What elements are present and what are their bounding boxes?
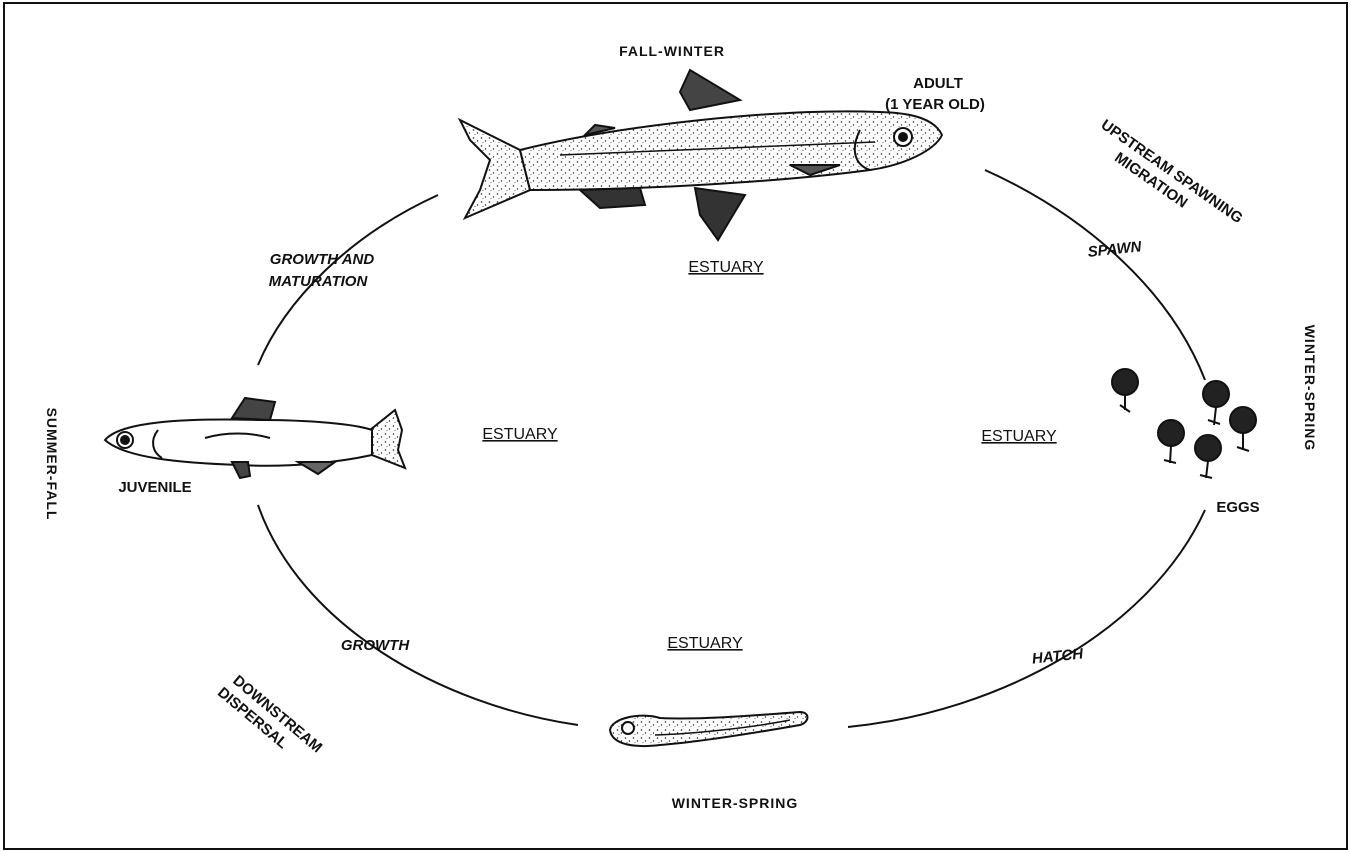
adult-label: ADULT — [913, 75, 963, 92]
upstream-migration-line1: UPSTREAM SPAWNING — [1098, 116, 1246, 227]
hatch-label: HATCH — [1031, 645, 1085, 667]
growth-maturation-line2: MATURATION — [269, 273, 369, 290]
eggs-illustration — [1112, 369, 1256, 478]
estuary-label-bottom: ESTUARY — [667, 635, 743, 652]
season-left-label: SUMMER-FALL — [44, 408, 60, 521]
egg — [1203, 381, 1229, 425]
egg — [1230, 407, 1256, 451]
growth-maturation-line1: GROWTH AND — [270, 251, 375, 268]
downstream-dispersal-label: DOWNSTREAM DISPERSAL — [214, 669, 325, 770]
estuary-label-left: ESTUARY — [482, 426, 558, 443]
arc-lower-right — [848, 510, 1205, 727]
estuary-label-right: ESTUARY — [981, 428, 1057, 445]
season-bottom-label: WINTER-SPRING — [672, 795, 799, 811]
egg — [1158, 420, 1184, 463]
adult-age-label: (1 YEAR OLD) — [885, 96, 985, 113]
eggs-label: EGGS — [1216, 499, 1259, 516]
larva-illustration — [610, 712, 808, 746]
estuary-label-top: ESTUARY — [688, 259, 764, 276]
egg — [1112, 369, 1138, 412]
season-right-label: WINTER-SPRING — [1302, 325, 1318, 452]
growth-label: GROWTH — [341, 637, 410, 654]
juvenile-fish-illustration — [105, 398, 405, 478]
arc-lower-left — [258, 505, 578, 725]
adult-fish-illustration — [460, 70, 942, 240]
season-top-label: FALL-WINTER — [619, 43, 725, 59]
juvenile-label: JUVENILE — [118, 479, 191, 496]
upstream-migration-label: UPSTREAM SPAWNING MIGRATION — [1087, 116, 1246, 242]
egg — [1195, 435, 1221, 478]
spawn-label: SPAWN — [1087, 238, 1144, 261]
